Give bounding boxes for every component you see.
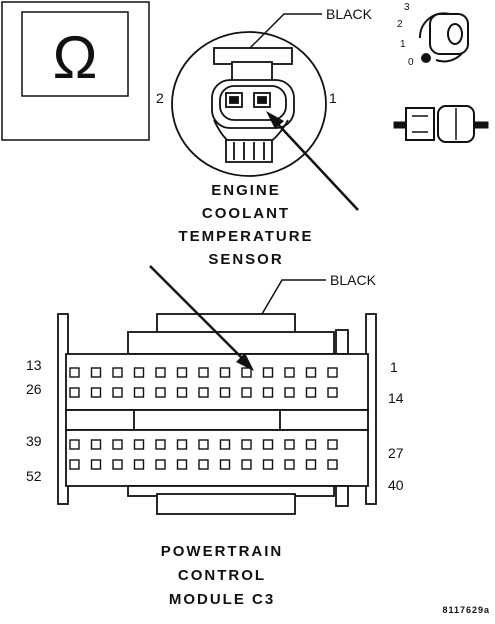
pcm-cavity — [133, 387, 145, 398]
pcm-pin-40-label: 40 — [388, 477, 404, 493]
pcm-cavity — [112, 367, 123, 378]
ignition-position-0: 0 — [408, 57, 414, 68]
pcm-cavity — [90, 459, 102, 470]
ignition-position-1: 1 — [400, 39, 406, 50]
pcm-pin-27-label: 27 — [388, 445, 404, 461]
pcm-cavity — [327, 387, 338, 398]
pcm-cavity — [219, 459, 231, 470]
pcm-cavity — [219, 387, 231, 398]
pcm-cavity — [133, 439, 145, 450]
pcm-cavity — [241, 459, 252, 470]
pcm-cavity — [327, 459, 338, 470]
pcm-cavity — [69, 367, 80, 378]
pcm-cavity — [198, 459, 209, 470]
pcm-cavity — [133, 367, 145, 378]
pcm-cavities — [69, 367, 338, 470]
sensor-color-label: BLACK — [326, 6, 373, 22]
ohmmeter: Ω — [1, 1, 150, 141]
pcm-cavity — [176, 459, 188, 470]
pcm-cavity — [241, 439, 252, 450]
pcm-cavity — [241, 387, 252, 398]
pcm-cavity — [198, 387, 209, 398]
pcm-cavity — [176, 439, 188, 450]
pcm-cavity — [69, 439, 80, 450]
ohm-symbol: Ω — [53, 24, 98, 91]
sensor-latch — [225, 139, 273, 163]
pcm-cavity — [69, 459, 80, 470]
pcm-lower-cavity-block — [65, 429, 369, 487]
sensor-pin-2-label: 2 — [156, 90, 164, 106]
pcm-cavity — [112, 459, 123, 470]
probe-arrow-pcm — [149, 265, 254, 371]
pcm-cavity — [284, 387, 295, 398]
pcm-color-leader — [261, 279, 326, 315]
sensor-pin-1-label: 1 — [329, 90, 337, 106]
sensor-color-leader — [249, 13, 322, 49]
pcm-cavity — [262, 387, 274, 398]
ect-sensor-connector — [171, 31, 327, 177]
pcm-cavity — [284, 367, 295, 378]
connector-icon — [393, 105, 489, 143]
pcm-pin-39-label: 39 — [26, 433, 42, 449]
pcm-pin-14-label: 14 — [388, 390, 404, 406]
sensor-housing — [171, 31, 327, 177]
sensor-title-line-1: ENGINE — [211, 182, 281, 199]
ohmmeter-frame — [1, 1, 150, 141]
pcm-cavity — [133, 459, 145, 470]
figure-id: 8117629a — [442, 605, 490, 615]
pcm-pin-52-label: 52 — [26, 468, 42, 484]
ignition-position-3: 3 — [404, 2, 410, 13]
pcm-cavity — [305, 387, 317, 398]
pcm-cavity — [112, 439, 123, 450]
pcm-cavity — [198, 439, 209, 450]
pcm-cavity — [305, 459, 317, 470]
pcm-cavity — [219, 439, 231, 450]
pcm-title-line-3: MODULE C3 — [169, 591, 275, 608]
pcm-cavity — [198, 367, 209, 378]
sensor-title-line-2: COOLANT — [202, 205, 290, 222]
pcm-pin-26-label: 26 — [26, 381, 42, 397]
ignition-position-2: 2 — [397, 19, 403, 30]
sensor-title-line-3: TEMPERATURE — [178, 228, 313, 245]
pcm-cavity — [262, 439, 274, 450]
pcm-cavity — [69, 387, 80, 398]
pcm-cavity — [241, 367, 252, 378]
pcm-cavity — [262, 459, 274, 470]
pcm-cavity — [327, 367, 338, 378]
ignition-key-icon: 3 2 1 0 — [397, 2, 469, 68]
pcm-cavity — [327, 439, 338, 450]
pcm-pin-13-label: 13 — [26, 357, 42, 373]
pcm-cavity — [176, 387, 188, 398]
sensor-title-line-4: SENSOR — [208, 251, 283, 268]
probe-arrow-sensor — [266, 111, 359, 211]
pcm-divider — [65, 409, 369, 431]
pcm-title-line-2: CONTROL — [178, 567, 266, 584]
pcm-cavity — [155, 367, 166, 378]
pcm-pin-1-label: 1 — [390, 359, 398, 375]
ohmmeter-display — [21, 11, 129, 97]
pcm-cavity — [219, 367, 231, 378]
pcm-color-label: BLACK — [330, 272, 377, 288]
pcm-cavity — [155, 387, 166, 398]
pcm-title-line-1: POWERTRAIN — [161, 543, 284, 560]
pcm-cavity — [90, 439, 102, 450]
pcm-cavity — [90, 387, 102, 398]
pcm-cavity — [262, 367, 274, 378]
pcm-upper-cavity-block — [65, 353, 369, 411]
pcm-c3-connector — [57, 313, 377, 515]
pcm-cavity — [305, 439, 317, 450]
pcm-cavity — [155, 439, 166, 450]
pcm-cavity — [155, 459, 166, 470]
pcm-cavity — [176, 367, 188, 378]
pcm-cavity — [284, 439, 295, 450]
pcm-bottom-housing — [156, 493, 296, 515]
pcm-top-housing — [156, 313, 296, 335]
pcm-cavity — [112, 387, 123, 398]
pcm-cavity — [284, 459, 295, 470]
pcm-cavity — [305, 367, 317, 378]
pcm-cavity — [90, 367, 102, 378]
